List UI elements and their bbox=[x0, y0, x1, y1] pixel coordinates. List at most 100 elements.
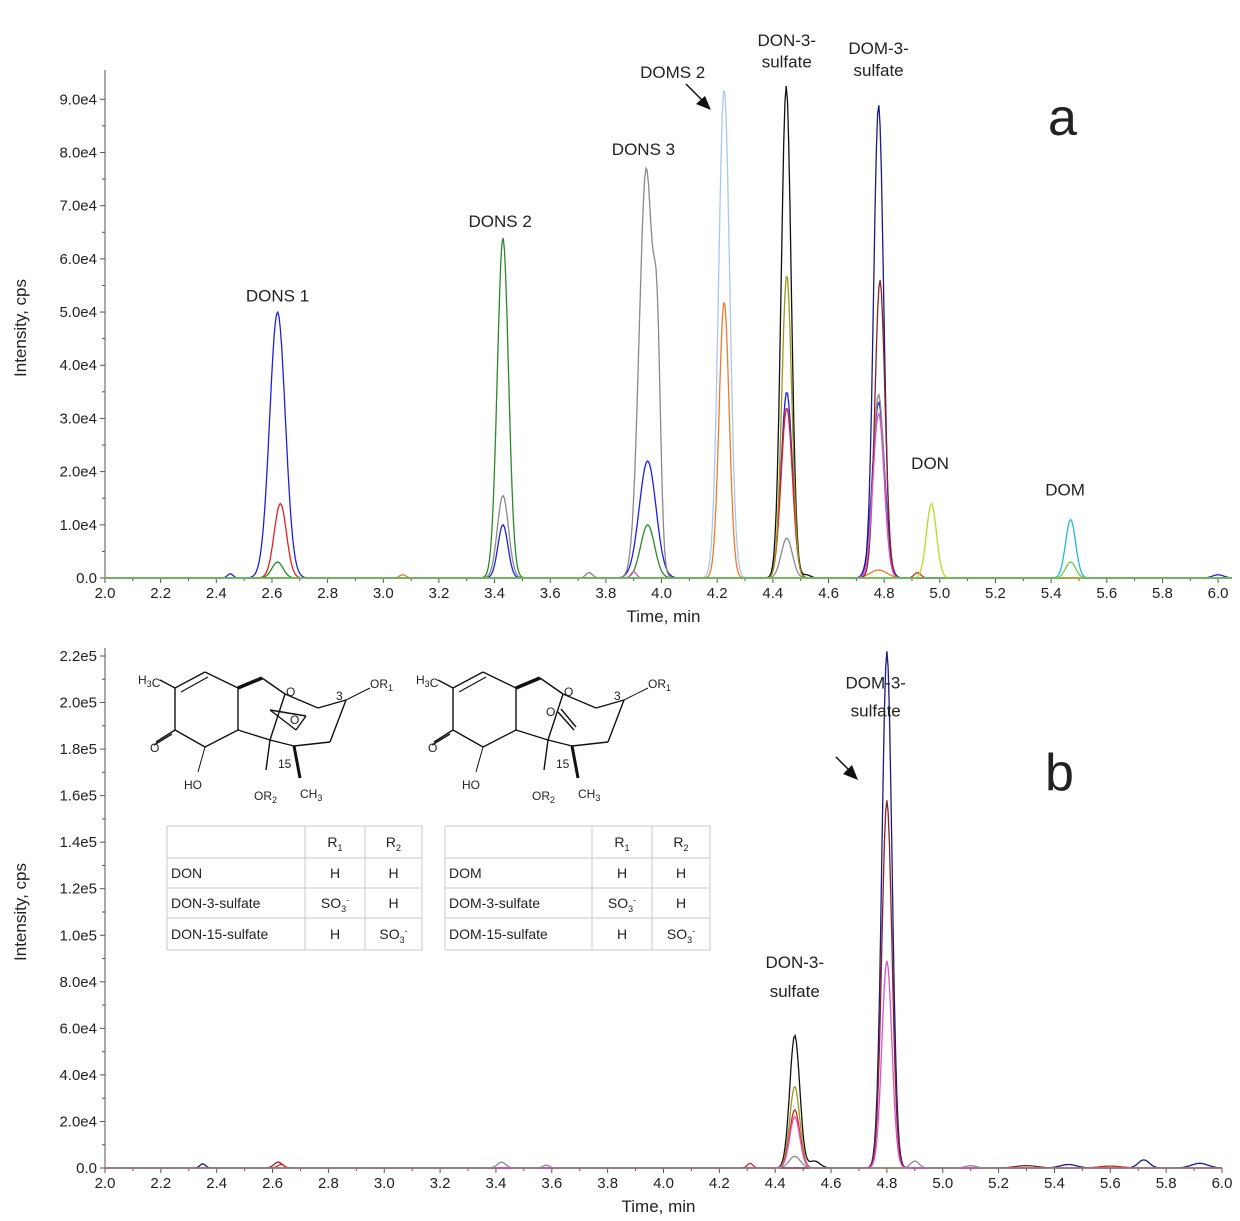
ketone-oxygen-label-2: O bbox=[546, 705, 555, 719]
x-tick-label: 5.4 bbox=[1041, 585, 1062, 602]
y-tick-label: 6.0e4 bbox=[59, 1020, 97, 1037]
bond bbox=[204, 729, 239, 748]
table-cell: SO3- bbox=[321, 895, 349, 914]
table-cell: DOM bbox=[449, 865, 482, 881]
y-tick-label: 1.2e5 bbox=[59, 881, 97, 898]
y-tick-label: 0.0 bbox=[76, 570, 97, 587]
table-cell: H bbox=[617, 926, 627, 942]
x-tick-label: 6.0 bbox=[1208, 585, 1229, 602]
x-tick-label: 3.6 bbox=[540, 585, 561, 602]
methyl-label: H3C bbox=[138, 673, 161, 690]
bond bbox=[265, 739, 271, 771]
y-tick-label: 1.0e5 bbox=[59, 927, 97, 944]
peak-label: sulfate bbox=[762, 52, 812, 71]
chromatogram-trace-2 bbox=[105, 800, 1222, 1169]
y-tick-label: 5.0e4 bbox=[59, 304, 97, 321]
x-tick-label: 4.6 bbox=[818, 585, 839, 602]
table-cell: R1 bbox=[614, 834, 629, 853]
x-tick-label: 5.2 bbox=[988, 1175, 1009, 1192]
bond bbox=[571, 741, 609, 747]
y-tick-label: 2.2e5 bbox=[59, 648, 97, 665]
bond bbox=[557, 711, 575, 731]
x-tick-label: 5.8 bbox=[1156, 1175, 1177, 1192]
y-tick-label: 1.0e4 bbox=[59, 517, 97, 534]
panel-letter: a bbox=[1048, 89, 1077, 147]
x-tick-label: 3.2 bbox=[430, 1175, 451, 1192]
ketone-oxygen-label: O bbox=[428, 741, 437, 755]
position-15-label: 15 bbox=[556, 757, 570, 771]
y-tick-label: 2.0e5 bbox=[59, 695, 97, 712]
table-cell: R1 bbox=[327, 834, 342, 853]
bond bbox=[560, 708, 577, 728]
ho-label: HO bbox=[462, 778, 480, 792]
bond bbox=[547, 693, 564, 741]
ring-oxygen-label: O bbox=[564, 685, 573, 699]
table-cell: H bbox=[676, 865, 686, 881]
bond bbox=[237, 676, 263, 690]
bond bbox=[458, 676, 487, 693]
bond bbox=[174, 671, 206, 689]
bond bbox=[269, 739, 295, 747]
y-tick-label: 6.0e4 bbox=[59, 251, 97, 268]
bond bbox=[562, 693, 597, 709]
x-tick-label: 2.0 bbox=[95, 1175, 116, 1192]
x-tick-label: 4.4 bbox=[765, 1175, 786, 1192]
bond bbox=[155, 729, 176, 743]
position-3-label: 3 bbox=[336, 689, 343, 703]
table-cell: SO3- bbox=[379, 926, 407, 945]
bond bbox=[515, 729, 549, 741]
ch3-label: CH3 bbox=[578, 787, 600, 803]
x-tick-label: 3.4 bbox=[484, 585, 505, 602]
y-tick-label: 4.0e4 bbox=[59, 1067, 97, 1084]
x-tick-label: 4.6 bbox=[821, 1175, 842, 1192]
x-tick-label: 2.8 bbox=[317, 585, 338, 602]
bond bbox=[539, 677, 564, 695]
epoxide-oxygen-label: O bbox=[290, 713, 299, 727]
x-tick-label: 3.0 bbox=[373, 585, 394, 602]
y-tick-label: 8.0e4 bbox=[59, 144, 97, 161]
or1-label: OR1 bbox=[648, 677, 671, 693]
bond bbox=[433, 729, 454, 743]
x-tick-label: 2.2 bbox=[150, 1175, 171, 1192]
table-cell: H bbox=[388, 865, 398, 881]
bond bbox=[482, 671, 517, 689]
bond bbox=[204, 671, 239, 689]
x-tick-label: 2.6 bbox=[262, 585, 283, 602]
chromatogram-trace-14 bbox=[105, 561, 1232, 579]
table-cell: R2 bbox=[673, 834, 688, 853]
x-tick-label: 5.6 bbox=[1096, 585, 1117, 602]
x-tick-label: 4.8 bbox=[874, 585, 895, 602]
peak-label: DOM-3- bbox=[848, 39, 908, 58]
x-tick-label: 4.0 bbox=[651, 585, 672, 602]
y-tick-label: 1.4e5 bbox=[59, 834, 97, 851]
peak-label: sulfate bbox=[851, 702, 901, 721]
x-tick-label: 2.4 bbox=[206, 1175, 227, 1192]
x-axis-label: Time, min bbox=[622, 1197, 696, 1216]
bond bbox=[623, 687, 649, 701]
bond bbox=[269, 709, 307, 717]
bond bbox=[284, 693, 319, 709]
bond bbox=[197, 746, 206, 773]
arrow-head bbox=[843, 765, 858, 780]
bond bbox=[570, 745, 580, 779]
y-tick-label: 1.8e5 bbox=[59, 741, 97, 758]
x-tick-label: 2.4 bbox=[206, 585, 227, 602]
bond bbox=[295, 715, 307, 731]
bond bbox=[329, 699, 347, 743]
chromatogram-trace-13 bbox=[105, 518, 1232, 579]
x-tick-label: 3.2 bbox=[428, 585, 449, 602]
chromatogram-trace-3 bbox=[105, 1033, 1222, 1169]
bond bbox=[345, 687, 371, 701]
bond bbox=[437, 679, 454, 689]
x-tick-label: 5.6 bbox=[1100, 1175, 1121, 1192]
y-tick-label: 4.0e4 bbox=[59, 357, 97, 374]
y-tick-label: 8.0e4 bbox=[59, 974, 97, 991]
peak-label: DONS 2 bbox=[468, 212, 531, 231]
arrow-shaft bbox=[685, 83, 704, 102]
position-15-label: 15 bbox=[278, 757, 292, 771]
